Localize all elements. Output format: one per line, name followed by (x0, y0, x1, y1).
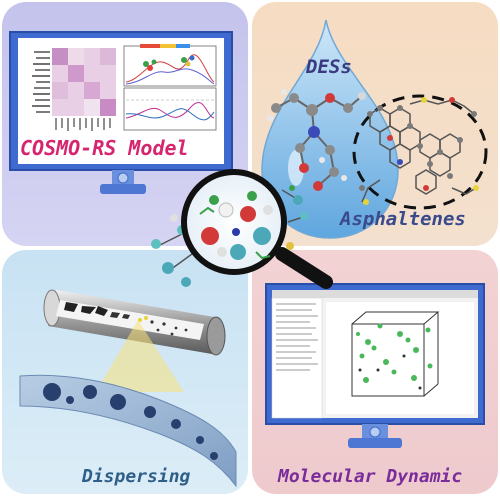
dispersing-label: Dispersing (82, 466, 191, 487)
spotlight-cone (96, 320, 184, 392)
heatmap-chart (32, 48, 116, 131)
molecular-dynamic-label: Molecular Dynamic (278, 466, 463, 487)
des-label: DESs (306, 56, 352, 78)
pipe-icon (43, 289, 226, 356)
asphaltene-molecule (359, 97, 479, 205)
asphaltenes-label: Asphaltenes (340, 208, 466, 230)
monitor-icon (9, 31, 233, 194)
cosmo-rs-label: COSMO-RS Model (20, 136, 189, 160)
asphaltene-selection-ring (352, 94, 488, 210)
magnifier-icon (151, 169, 333, 289)
sigma-profile-plot (123, 44, 217, 131)
monitor-icon (265, 283, 485, 448)
tube-zoom (19, 374, 237, 488)
